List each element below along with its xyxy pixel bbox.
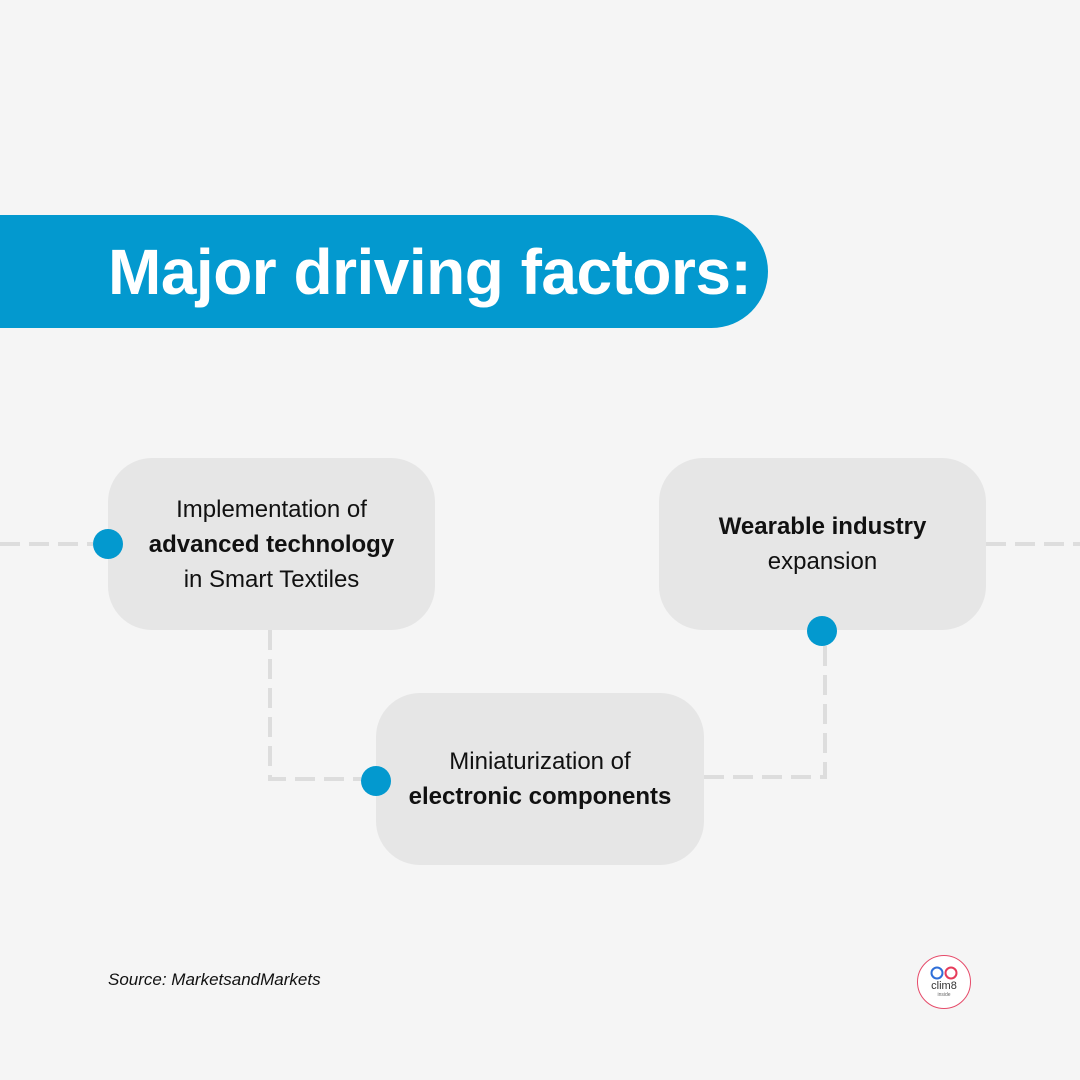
factor-box-advanced-technology: Implementation of advanced technology in… — [108, 458, 435, 630]
factor-text: Implementation of — [176, 495, 367, 523]
connector-dot — [807, 616, 837, 646]
connector-box1-to-box2 — [268, 630, 361, 781]
connector-dot — [93, 529, 123, 559]
factor-box-wearable-industry: Wearable industry expansion — [659, 458, 986, 630]
logo-subtitle: inside — [937, 992, 951, 998]
factor-box-miniaturization: Miniaturization of electronic components — [376, 693, 704, 865]
factor-text: Miniaturization of — [449, 748, 631, 775]
title-banner: Major driving factors: — [0, 215, 768, 328]
connector-dot — [361, 766, 391, 796]
factor-highlight: advanced technology — [148, 530, 395, 558]
page-title: Major driving factors: — [108, 235, 752, 308]
infinity-icon — [930, 966, 958, 980]
logo-name: clim8 — [931, 980, 957, 992]
brand-logo: clim8 inside — [917, 955, 971, 1009]
factor-text: expansion — [767, 548, 878, 575]
source-note: Source: MarketsandMarkets — [108, 970, 321, 989]
factor-highlight: Wearable industry — [718, 513, 927, 540]
factor-highlight: electronic components — [408, 783, 672, 810]
connector-box2-to-box3 — [704, 646, 827, 779]
factor-text: in Smart Textiles — [183, 565, 360, 593]
